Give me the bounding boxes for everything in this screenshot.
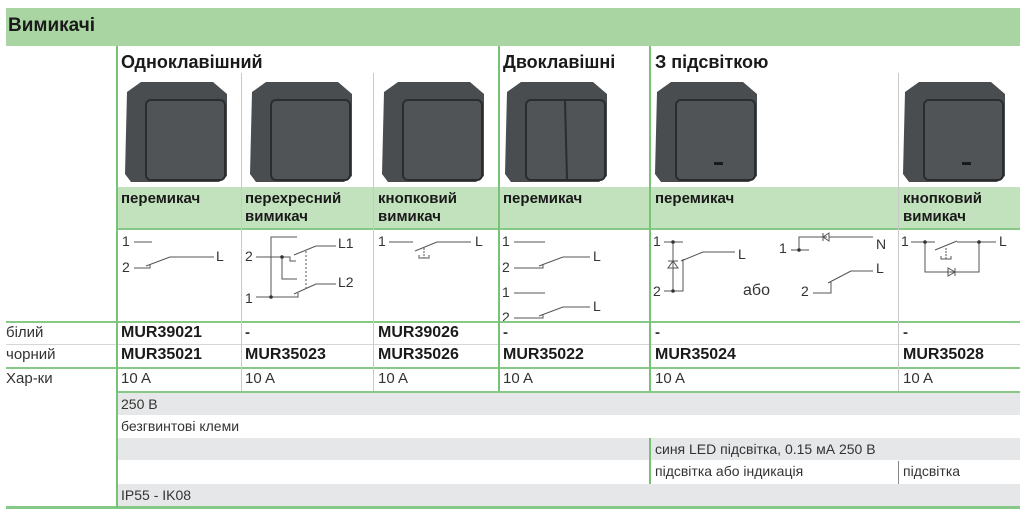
svg-text:L: L xyxy=(738,246,746,262)
code-black-2: MUR35023 xyxy=(245,346,326,363)
svg-text:1: 1 xyxy=(245,290,253,306)
code-white-1: MUR39021 xyxy=(121,324,202,341)
spec-protection: IP55 - IK08 xyxy=(121,487,192,503)
spec-led-mode-a: підсвітка або індикація xyxy=(655,463,804,479)
svg-text:1: 1 xyxy=(653,233,661,249)
schematic-double-changeover-icon: 12L 12L xyxy=(502,233,601,323)
spec-band-protection xyxy=(118,484,1020,506)
current-4: 10 A xyxy=(503,370,534,387)
divider xyxy=(373,73,374,391)
divider xyxy=(6,321,1020,323)
divider xyxy=(6,367,1020,369)
current-3: 10 A xyxy=(378,370,409,387)
svg-text:L: L xyxy=(999,233,1007,249)
switch-image-6-illuminated xyxy=(903,82,1005,182)
svg-text:L: L xyxy=(475,233,483,249)
row-label-white: білий xyxy=(6,324,44,341)
spec-band-led xyxy=(118,438,1020,460)
divider xyxy=(898,461,899,484)
spec-band-voltage xyxy=(118,393,1020,415)
svg-text:L: L xyxy=(876,260,884,276)
code-white-6: - xyxy=(903,324,908,341)
current-5: 10 A xyxy=(655,370,686,387)
svg-text:або: або xyxy=(743,282,770,299)
svg-text:2: 2 xyxy=(502,259,510,275)
svg-text:2: 2 xyxy=(801,283,809,299)
svg-text:1: 1 xyxy=(779,240,787,256)
code-black-4: MUR35022 xyxy=(503,346,584,363)
switch-image-5-illuminated xyxy=(655,82,757,182)
svg-text:N: N xyxy=(876,236,886,252)
code-white-2: - xyxy=(245,324,250,341)
switch-image-4-double xyxy=(505,82,607,182)
svg-text:L2: L2 xyxy=(338,274,354,290)
switch-image-3 xyxy=(382,82,484,182)
divider xyxy=(6,344,1020,345)
schematic-illuminated-changeover-icon: 12L 12 NL або xyxy=(653,232,886,299)
spec-voltage: 250 В xyxy=(121,396,158,412)
code-black-5: MUR35024 xyxy=(655,346,736,363)
row-label-specs: Хар-ки xyxy=(6,370,53,387)
svg-text:1: 1 xyxy=(901,233,909,249)
svg-text:L: L xyxy=(216,248,224,264)
type-label-1: перемикач xyxy=(121,190,201,207)
divider xyxy=(117,391,1020,393)
current-6: 10 A xyxy=(903,370,934,387)
divider xyxy=(117,228,1020,230)
svg-text:L: L xyxy=(593,298,601,314)
code-white-5: - xyxy=(655,324,660,341)
svg-text:2: 2 xyxy=(122,259,130,275)
divider xyxy=(898,73,899,391)
current-2: 10 A xyxy=(245,370,276,387)
row-label-black: чорний xyxy=(6,346,56,363)
spec-terminals: безгвинтові клеми xyxy=(121,418,240,434)
type-label-4: перемикач xyxy=(503,190,583,207)
svg-text:2: 2 xyxy=(653,283,661,299)
current-1: 10 A xyxy=(121,370,152,387)
svg-text:1: 1 xyxy=(502,284,510,300)
spec-led-mode-b: підсвітка xyxy=(903,463,961,479)
type-label-5: перемикач xyxy=(655,190,735,207)
table-title-bar xyxy=(6,8,1020,46)
divider xyxy=(116,46,118,508)
divider xyxy=(498,46,500,391)
svg-text:L1: L1 xyxy=(338,235,354,251)
code-white-4: - xyxy=(503,324,508,341)
divider xyxy=(649,438,651,484)
group-header-illuminated: З підсвіткою xyxy=(655,52,769,72)
bottom-border xyxy=(6,506,1020,509)
code-black-1: MUR35021 xyxy=(121,346,202,363)
divider xyxy=(649,46,651,391)
svg-text:1: 1 xyxy=(502,233,510,249)
type-row-band xyxy=(117,187,1020,229)
divider xyxy=(241,73,242,391)
group-header-double: Двоклавішні xyxy=(503,52,616,72)
code-white-3: MUR39026 xyxy=(378,324,459,341)
table-title: Вимикачі xyxy=(8,15,96,36)
schematic-changeover-icon: 1 2 L xyxy=(122,233,224,275)
switch-image-2 xyxy=(250,82,352,182)
svg-text:2: 2 xyxy=(502,309,510,323)
switch-image-1 xyxy=(125,82,227,182)
code-black-3: MUR35026 xyxy=(378,346,459,363)
svg-text:2: 2 xyxy=(245,248,253,264)
group-header-single: Одноклавішний xyxy=(121,52,263,72)
svg-text:1: 1 xyxy=(122,233,130,249)
svg-text:L: L xyxy=(593,248,601,264)
spec-led: синя LED підсвітка, 0.15 мА 250 В xyxy=(655,441,876,457)
svg-text:1: 1 xyxy=(378,233,386,249)
code-black-6: MUR35028 xyxy=(903,346,984,363)
